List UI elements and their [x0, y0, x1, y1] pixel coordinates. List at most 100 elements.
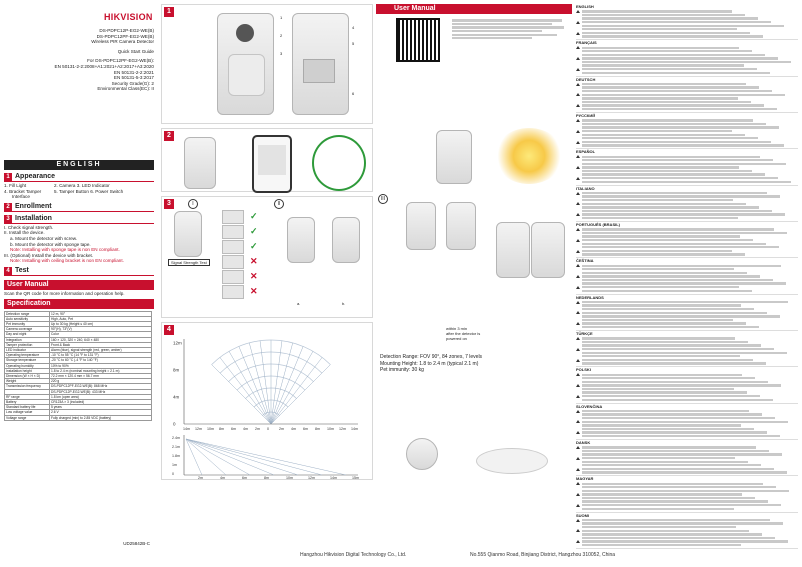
x-tick-label-bottom: 10m [286, 476, 293, 479]
zone-ray [219, 357, 272, 425]
x-tick-label: 10m [207, 427, 214, 431]
text-line [582, 387, 734, 391]
device-bracket-1 [406, 202, 436, 250]
warning-icon [576, 46, 580, 50]
text-line [582, 104, 764, 107]
illustration-column: 1 1 2 3 4 5 6 2 3 I II Signal Strength T… [161, 4, 373, 549]
text-line [582, 318, 733, 322]
panel-installation: 3 I II Signal Strength Test ✓✓✓✕✕✕ a. b. [161, 196, 373, 318]
appearance-item: 1. Fill Light [4, 183, 27, 188]
x-tick-label: 4m [291, 427, 296, 431]
text-line [582, 246, 779, 249]
text-line [582, 526, 736, 529]
text-line [582, 289, 752, 292]
cross-icon: ✕ [250, 256, 258, 266]
language-title: ESPAÑOL [576, 149, 596, 155]
text-line [582, 191, 767, 195]
text-line [582, 304, 741, 307]
text-line [582, 308, 754, 311]
signal-check-row: ✕ [222, 284, 262, 299]
text-line [582, 13, 745, 17]
text-line [582, 60, 791, 64]
callout: 2 [280, 33, 283, 38]
x-tick-label: 10m [327, 427, 334, 431]
text-line [582, 206, 759, 209]
text-line [582, 64, 744, 67]
warning-icon [576, 31, 580, 35]
pet-text: Pet immunity: 30 kg [380, 367, 424, 373]
install-step: III. (Optional) Install the device with … [4, 252, 94, 258]
x-tick-label-bottom: 14m [330, 476, 337, 479]
spec-key: Voltage range [4, 414, 50, 421]
x-tick-label: 0 [267, 427, 269, 431]
y-tick-label-bottom: 2.4m [172, 436, 180, 440]
qr-code-icon[interactable] [396, 18, 440, 62]
language-block: DANSK [576, 440, 798, 477]
x-tick-label: 6m [231, 427, 236, 431]
warning-icon [576, 191, 580, 195]
text-line [582, 543, 741, 547]
callout: 5 [352, 41, 355, 46]
range-text: Detection Range: FOV 90°, 84 zones, 7 le… [380, 354, 483, 360]
text-line [582, 431, 767, 434]
x-tick-label: 8m [315, 427, 320, 431]
language-title: SLOVENČINA [576, 403, 603, 409]
text-line [582, 278, 773, 282]
text-line [582, 100, 751, 104]
zone-ray [211, 364, 272, 425]
brand-logo: HIKVISION [104, 12, 153, 22]
standard-line: EN 50131-2-2:2021 [113, 69, 154, 75]
walk-test-icon [476, 448, 548, 474]
text-line [582, 253, 745, 256]
text-line [582, 337, 735, 340]
x-tick-label-bottom: 6m [242, 476, 247, 479]
warning-icon [576, 93, 580, 97]
text-line [582, 53, 765, 57]
warning-icon [576, 249, 580, 253]
mount-text: Mounting Height: 1.8 to 2.4 m (typical 2… [380, 360, 479, 367]
language-title: FRANÇAIS [576, 40, 597, 46]
device-icon [184, 137, 216, 189]
text-line [582, 231, 787, 235]
language-bar: ENGLISH [4, 160, 154, 170]
text-line [582, 482, 763, 485]
zone-ray [270, 351, 314, 425]
language-title: DEUTSCH [576, 76, 596, 82]
language-title: PORTUGUÊS (BRASIL) [576, 222, 620, 227]
text-line [582, 536, 775, 540]
warning-icon [576, 420, 580, 424]
text-line [582, 449, 769, 453]
x-tick-label: 4m [243, 427, 248, 431]
test-within: within 3 min [446, 326, 468, 331]
text-line [582, 238, 753, 242]
language-block: FRANÇAIS [576, 40, 798, 77]
text-line [582, 264, 781, 267]
y-tick-label: 4m [173, 395, 180, 400]
footer-company: Hangzhou Hikvision Digital Technology Co… [300, 552, 407, 558]
text-line [582, 446, 756, 449]
guide-title: Quick Start Guide [117, 48, 154, 54]
step-roman: III [378, 194, 388, 204]
text-line [582, 249, 732, 253]
warning-icon [576, 20, 580, 24]
device-bracket-2 [446, 202, 476, 250]
text-line [582, 31, 750, 35]
y-tick-label: 8m [173, 368, 180, 373]
text-line [582, 322, 746, 325]
text-line [582, 391, 747, 394]
spec-value: 1.8 to 2.4 m (nominal mounting height = … [49, 367, 152, 374]
text-line [582, 126, 779, 129]
text-line [582, 486, 776, 489]
signal-indicator-icon [312, 135, 366, 191]
test-extra: within 3 min after the detector is power… [376, 318, 572, 478]
language-title: SUOMI [576, 512, 590, 518]
warning-icon [576, 213, 580, 217]
text-line [582, 529, 749, 532]
text-line [582, 282, 786, 285]
text-line [582, 35, 763, 38]
install-note: Note: Installing with sponge tape is non… [10, 247, 120, 253]
text-line [582, 202, 746, 205]
text-line [582, 180, 791, 183]
